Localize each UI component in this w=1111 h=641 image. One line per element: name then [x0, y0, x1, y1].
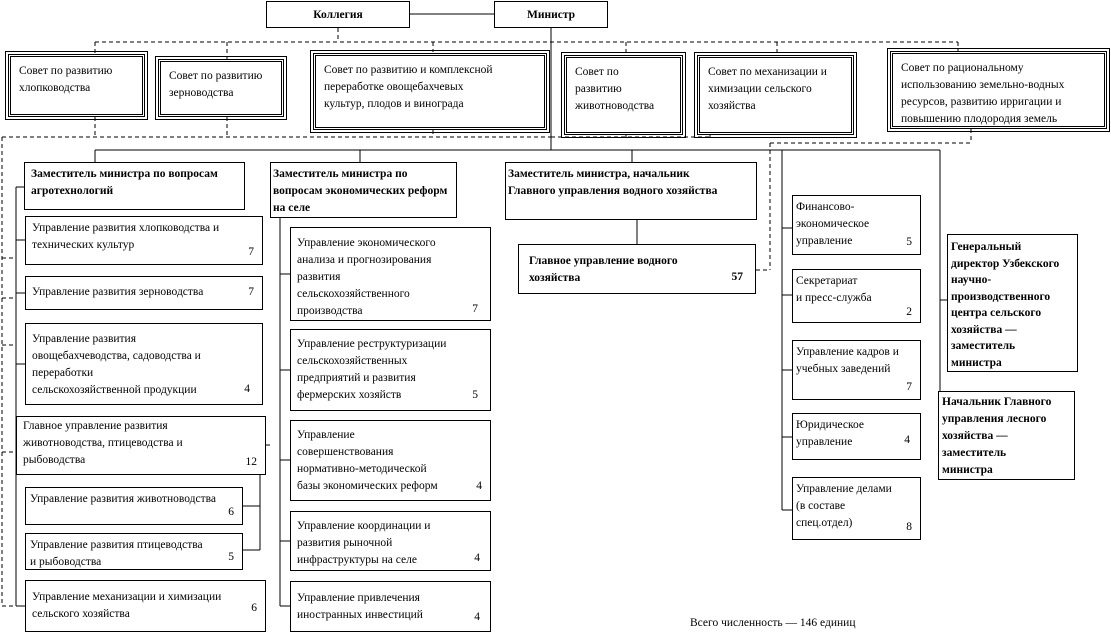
deputy-water: Заместитель министра, начальник Главного… — [505, 162, 757, 220]
unit-finance: Финансово- экономическое управление 5 — [792, 195, 921, 255]
collegium-label: Коллегия — [313, 9, 363, 21]
unit-personnel: Управление кадров и учебных заведений 7 — [792, 340, 921, 400]
unit-vegetables: Управление развития овощебахчеводства, с… — [25, 323, 263, 405]
unit-legal: Юридическое управление 4 — [792, 413, 921, 460]
unit-name: Управление развития животноводства — [30, 493, 216, 505]
council-grain: Совет по развитию зерноводства — [155, 56, 287, 120]
unit-grain: Управление развития зерноводства 7 — [25, 276, 263, 310]
unit-count: 5 — [228, 551, 234, 563]
unit-count: 12 — [245, 456, 258, 468]
unit-count: 7 — [248, 246, 254, 258]
unit-cotton: Управление развития хлопководства и техн… — [25, 216, 263, 265]
council-mechanization: Совет по механизации и химизации сельско… — [694, 52, 857, 138]
unit-count: 7 — [248, 286, 254, 298]
unit-market-infrastructure: Управление координации и развития рыночн… — [290, 511, 491, 571]
unit-count: 57 — [731, 271, 744, 283]
unit-name: Управление привлечения иностранных инвес… — [297, 592, 423, 621]
unit-count: 7 — [906, 381, 912, 393]
council-cotton: Совет по развитию хлопководства — [5, 51, 148, 120]
director-research-center: Генеральный директор Узбекского научно- … — [947, 234, 1078, 372]
unit-livestock: Управление развития животноводства 6 — [25, 487, 243, 525]
minister-box: Министр — [494, 1, 608, 28]
unit-count: 7 — [472, 303, 478, 315]
unit-mechanization: Управление механизации и химизации сельс… — [25, 580, 266, 632]
unit-name: Управление делами (в составе спец.отдел) — [796, 483, 892, 529]
unit-count: 5 — [472, 389, 478, 401]
unit-name: Управление кадров и учебных заведений — [796, 346, 899, 375]
unit-count: 4 — [244, 383, 250, 395]
unit-name: Управление совершенствования нормативно-… — [297, 429, 438, 492]
unit-count: 5 — [906, 236, 912, 248]
unit-restructuring: Управление реструктуризации сельскохозяй… — [290, 329, 491, 411]
unit-poultry-fish: Управление развития птицеводства и рыбов… — [25, 533, 243, 570]
unit-count: 6 — [251, 602, 257, 614]
council-vegetables: Совет по развитию и комплексной перерабо… — [310, 50, 550, 133]
unit-name: Управление развития хлопководства и техн… — [32, 222, 220, 251]
unit-count: 6 — [228, 506, 234, 518]
collegium-box: Коллегия — [266, 1, 410, 28]
unit-name: Главное управление развития животноводст… — [23, 420, 183, 466]
unit-name: Управление развития овощебахчеводства, с… — [32, 333, 201, 396]
unit-count: 2 — [906, 306, 912, 318]
unit-name: Финансово- экономическое управление — [796, 201, 870, 247]
unit-count: 4 — [904, 434, 910, 446]
deputy-agrotech: Заместитель министра по вопросам агротех… — [24, 162, 245, 210]
deputy-economic-reforms: Заместитель министра по вопросам экономи… — [270, 162, 457, 218]
minister-label: Министр — [526, 9, 576, 21]
total-staff-note: Всего численность — 146 единиц — [690, 617, 856, 629]
unit-name: Управление механизации и химизации сельс… — [32, 591, 222, 620]
unit-administration: Управление делами (в составе спец.отдел)… — [792, 477, 921, 540]
unit-count: 8 — [906, 521, 912, 533]
unit-name: Управление экономического анализа и прог… — [297, 237, 436, 317]
unit-name: Управление реструктуризации сельскохозяй… — [297, 338, 447, 401]
unit-water-main: Главное управление водного хозяйства 57 — [518, 244, 756, 294]
unit-name: Управление развития зерноводства — [32, 286, 204, 298]
unit-secretariat: Секретариат и пресс-служба 2 — [792, 269, 921, 323]
unit-name: Управление развития птицеводства и рыбов… — [30, 539, 203, 568]
unit-economic-analysis: Управление экономического анализа и прог… — [290, 227, 491, 321]
unit-name: Управление координации и развития рыночн… — [297, 520, 431, 566]
unit-regulatory: Управление совершенствования нормативно-… — [290, 420, 491, 501]
unit-name: Юридическое управление — [796, 419, 865, 448]
head-forestry: Начальник Главного управления лесного хо… — [938, 391, 1075, 480]
unit-foreign-investment: Управление привлечения иностранных инвес… — [290, 581, 491, 632]
unit-count: 4 — [474, 552, 480, 564]
council-land-water: Совет по рациональному использованию зем… — [887, 48, 1110, 132]
unit-livestock-main: Главное управление развития животноводст… — [16, 416, 266, 475]
unit-count: 4 — [476, 480, 482, 492]
unit-name: Секретариат и пресс-служба — [796, 275, 872, 304]
unit-count: 4 — [474, 611, 480, 623]
unit-name: Главное управление водного хозяйства — [529, 255, 678, 284]
council-livestock: Совет по развитию животноводства — [561, 52, 686, 138]
